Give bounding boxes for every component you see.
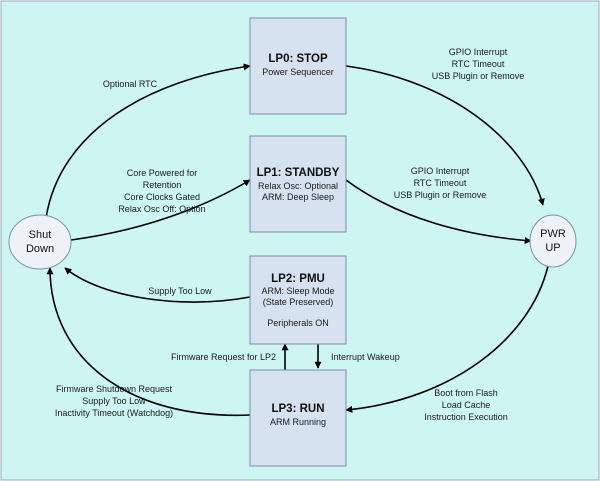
node-shutdown-line: Shut <box>29 229 52 241</box>
node-shutdown-line: Down <box>26 243 54 255</box>
state-lp2-line: (State Preserved) <box>263 297 334 307</box>
label-lp0-to-pwrup: GPIO Interrupt RTC Timeout USB Plugin or… <box>432 47 525 81</box>
edge-shutdown-to-lp0 <box>45 63 251 219</box>
edge-label-line: Instruction Execution <box>424 412 508 422</box>
edge-label-line: Boot from Flash <box>434 388 498 398</box>
label-lp1-to-pwrup: GPIO Interrupt RTC Timeout USB Plugin or… <box>394 166 487 200</box>
edge-lp2-to-shutdown <box>64 267 251 303</box>
edge-label-line: Core Clocks Gated <box>124 192 200 202</box>
state-lp3-title: LP3: RUN <box>271 403 324 415</box>
state-lp1-line: Relax Osc: Optional <box>258 181 338 191</box>
edge-label-line: RTC Timeout <box>452 59 505 69</box>
edge-label-line: USB Plugin or Remove <box>394 190 487 200</box>
state-lp1: LP1: STANDBY Relax Osc: Optional ARM: De… <box>249 135 347 233</box>
edge-pwrup-to-lp3 <box>345 265 549 413</box>
edge-lp1-to-pwrup <box>345 179 532 244</box>
label-lp3-to-shutdown: Firmware Shutdown Request Supply Too Low… <box>55 384 173 418</box>
state-lp2-title: LP2: PMU <box>271 273 325 285</box>
node-shutdown: Shut Down <box>8 214 72 270</box>
state-lp3: LP3: RUN ARM Running <box>249 369 347 467</box>
state-lp0-line: Power Sequencer <box>262 67 334 77</box>
edge-label-line: GPIO Interrupt <box>411 166 470 176</box>
edge-label-line: Supply Too Low <box>82 396 146 406</box>
state-lp3-line: ARM Running <box>270 417 326 427</box>
edge-label-line: Relax Osc Off: Option <box>118 204 205 214</box>
state-lp0-title: LP0: STOP <box>268 53 328 65</box>
label-shutdown-to-lp0: Optional RTC <box>103 79 158 89</box>
node-pwrup-line: UP <box>545 242 560 254</box>
edge-label-line: Load Cache <box>442 400 491 410</box>
label-shutdown-to-lp1: Core Powered for Retention Core Clocks G… <box>118 168 205 214</box>
state-lp1-line: ARM: Deep Sleep <box>262 192 334 202</box>
edge-label-line: GPIO Interrupt <box>449 47 508 57</box>
edge-shutdown-to-lp1 <box>70 179 251 241</box>
state-lp2-line: ARM: Sleep Mode <box>261 286 334 296</box>
label-lp2-to-shutdown: Supply Too Low <box>148 286 212 296</box>
edge-label-line: RTC Timeout <box>414 178 467 188</box>
node-pwrup: PWR UP <box>529 214 577 268</box>
edge-label-line: Optional RTC <box>103 79 158 89</box>
edge-label-line: Interrupt Wakeup <box>331 352 400 362</box>
node-pwrup-line: PWR <box>540 228 566 240</box>
state-lp0: LP0: STOP Power Sequencer <box>249 17 347 115</box>
edge-lp3-to-shutdown <box>46 267 251 417</box>
edge-label-line: Firmware Shutdown Request <box>56 384 173 394</box>
state-lp2-line: Peripherals ON <box>267 318 329 328</box>
label-lp3-to-lp2: Firmware Request for LP2 <box>171 352 276 362</box>
edge-label-line: Retention <box>143 180 182 190</box>
label-lp2-to-lp3: Interrupt Wakeup <box>331 352 400 362</box>
edge-label-line: Inactivity Timeout (Watchdog) <box>55 408 173 418</box>
edge-label-line: Firmware Request for LP2 <box>171 352 276 362</box>
edge-label-line: Core Powered for <box>127 168 198 178</box>
state-lp2: LP2: PMU ARM: Sleep Mode (State Preserve… <box>249 255 347 345</box>
label-pwrup-to-lp3: Boot from Flash Load Cache Instruction E… <box>424 388 508 422</box>
edge-label-line: Supply Too Low <box>148 286 212 296</box>
edge-label-line: USB Plugin or Remove <box>432 71 525 81</box>
edge-lp0-to-pwrup <box>345 65 545 206</box>
state-lp1-title: LP1: STANDBY <box>257 167 340 179</box>
